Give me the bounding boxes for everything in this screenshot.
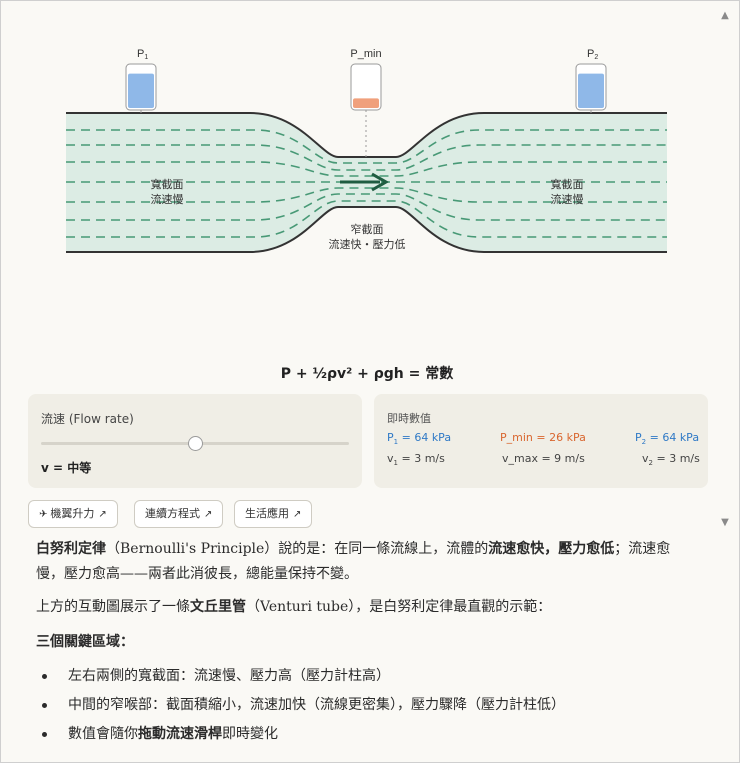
chip-label: 連續方程式 <box>145 507 200 520</box>
gauge-fill-p1 <box>128 73 154 108</box>
pressure-gauge-p2: P2 <box>575 48 607 111</box>
chip-label: 生活應用 <box>245 507 289 520</box>
p2-value: P2 = 64 kPa <box>635 431 700 447</box>
streamline <box>66 144 667 171</box>
v1-value: v1 = 3 m/s <box>387 452 445 468</box>
key-regions-list: 左右兩側的寬截面：流速慢、壓力高（壓力計柱高） 中間的窄喉部：截面積縮小，流速加… <box>36 664 696 751</box>
streamline <box>66 161 667 177</box>
throat-desc: 流速快・壓力低 <box>329 237 406 251</box>
live-values-title: 即時數值 <box>387 412 431 425</box>
pressure-gauge-p1: P1 <box>125 48 157 111</box>
scroll-down-arrow-icon[interactable]: ▼ <box>721 517 729 528</box>
chip-wing-lift[interactable]: ✈機翼升力↗ <box>28 500 118 528</box>
airplane-icon: ✈ <box>39 509 48 520</box>
v2-value: v2 = 3 m/s <box>642 452 700 468</box>
left-region-speed: 流速慢 <box>151 192 184 206</box>
external-link-icon: ↗ <box>293 509 302 520</box>
chip-label: 機翼升力 <box>50 507 95 520</box>
streamline <box>66 193 667 221</box>
speed-label: v = 中等 <box>41 461 92 475</box>
external-link-icon: ↗ <box>98 509 107 520</box>
bernoulli-equation: P + ½ρv² + ρgh = 常數 <box>280 366 454 382</box>
p1-value: P1 = 64 kPa <box>387 431 452 447</box>
gauge-label-p2: P2 <box>587 48 598 61</box>
list-item: 中間的窄喉部：截面積縮小，流速加快（流線更密集），壓力驟降（壓力計柱低） <box>36 693 696 722</box>
chip-continuity-equation[interactable]: 連續方程式 ↗ <box>134 500 224 528</box>
scroll-up-arrow-icon[interactable]: ▲ <box>721 10 729 21</box>
venturi-paragraph: 上方的互動圖展示了一條文丘里管（Venturi tube），是白努利定律最直觀的… <box>36 599 552 615</box>
right-region-speed: 流速慢 <box>551 192 584 206</box>
streamline <box>66 187 667 203</box>
streamline <box>66 129 667 164</box>
external-link-icon: ↗ <box>204 509 213 520</box>
vmax-value: v_max = 9 m/s <box>502 452 585 465</box>
tube-wall-top <box>66 112 667 158</box>
right-region-label: 寬截面 <box>551 177 584 191</box>
live-values-card: 即時數值 P1 = 64 kPa P_min = 26 kPa P2 = 64 … <box>374 394 708 488</box>
pressure-gauge-pmin: P_min <box>350 48 382 111</box>
gauge-label-p1: P1 <box>137 48 148 61</box>
venturi-diagram: P1 P_min P2 寬截面 流速慢 寬截面 流速慢 窄截面 流速快・壓力低 <box>66 48 667 253</box>
flow-rate-control-card: 流速 (Flow rate) v = 中等 <box>28 394 362 488</box>
gauge-fill-pmin <box>353 98 379 108</box>
gauge-fill-p2 <box>578 73 604 108</box>
scrollbar[interactable]: ▲ ▼ <box>718 10 732 530</box>
list-item: 數值會隨你拖動流速滑桿即時變化 <box>36 722 696 751</box>
pmin-value: P_min = 26 kPa <box>500 431 586 444</box>
left-region-label: 寬截面 <box>151 177 184 191</box>
flow-rate-title: 流速 (Flow rate) <box>41 412 134 426</box>
chip-daily-applications[interactable]: 生活應用 ↗ <box>234 500 313 528</box>
intro-paragraph: 白努利定律（Bernoulli's Principle）說的是：在同一條流線上，… <box>36 541 671 582</box>
gauge-label-pmin: P_min <box>350 48 381 60</box>
tube-wall-bottom <box>66 206 667 253</box>
key-regions-heading: 三個關鍵區域： <box>36 634 134 650</box>
flow-arrow <box>340 172 390 192</box>
flow-rate-slider-thumb[interactable] <box>188 436 203 451</box>
throat-label: 窄截面 <box>351 222 384 236</box>
list-item: 左右兩側的寬截面：流速慢、壓力高（壓力計柱高） <box>36 664 696 693</box>
